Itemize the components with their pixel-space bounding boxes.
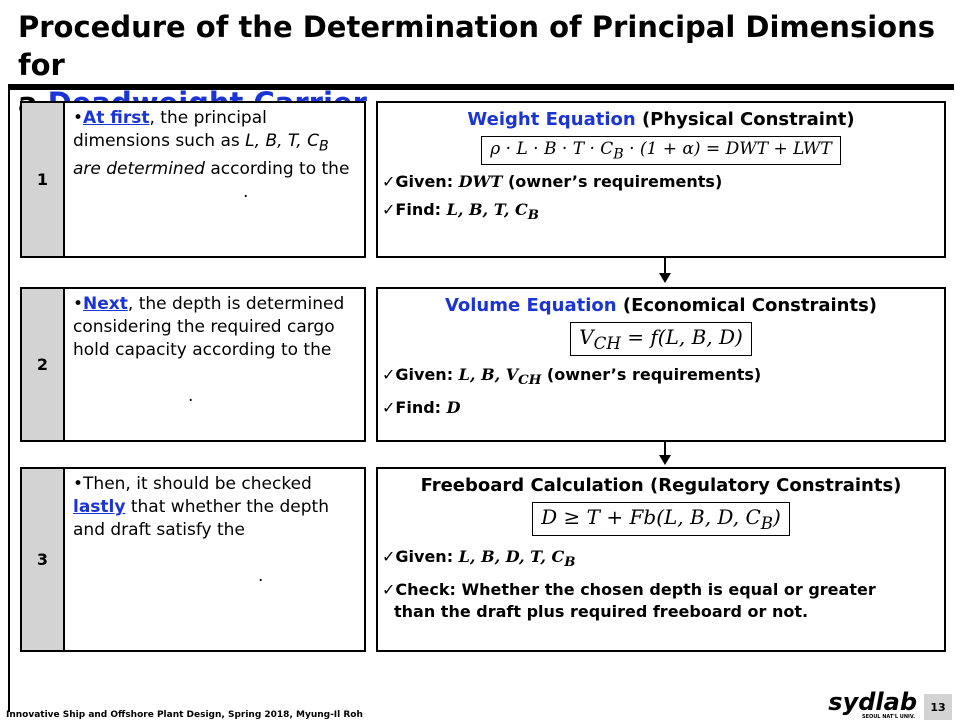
step-keyword: lastly [73,497,126,517]
volume-equation-box: Volume Equation (Economical Constraints)… [376,287,946,442]
step-description: •At first, the principal dimensions such… [73,108,350,203]
arrowhead [659,273,671,283]
footer-text: Innovative Ship and Offshore Plant Desig… [6,710,363,720]
check-item: ✓Check: Whether the chosen depth is equa… [382,580,876,622]
arrow-down [664,442,666,455]
left-border [8,84,10,712]
step-3-box: 3 •Then, it should be checked lastly tha… [20,467,366,652]
given-item: ✓Given: DWT (owner’s requirements) [382,172,723,192]
step-keyword: At first [83,108,150,128]
logo-subtitle: SEOUL NAT'L UNIV. [861,714,915,720]
step-keyword: Next [83,294,128,314]
arrowhead [659,455,671,465]
step-1-box: 1 •At first, the principal dimensions su… [20,101,366,258]
sydlab-logo: sydlab [828,688,917,716]
step-number: 3 [22,469,65,650]
given-item: ✓Given: L, B, VCH (owner’s requirements) [382,365,762,389]
weight-equation-box: Weight Equation (Physical Constraint) ρ … [376,101,946,258]
equation-title: Volume Equation (Economical Constraints) [444,295,878,316]
step-number: 1 [22,103,65,256]
find-item: ✓Find: D [382,398,461,418]
find-item: ✓Find: L, B, T, CB [382,200,539,224]
equation-title: Weight Equation (Physical Constraint) [467,109,855,130]
title-rule [8,84,954,90]
step-2-box: 2 •Next, the depth is determined conside… [20,287,366,442]
freeboard-formula: D ≥ T + Fb(L, B, D, CB) [532,502,790,536]
freeboard-equation-box: Freeboard Calculation (Regulatory Constr… [376,467,946,652]
given-item: ✓Given: L, B, D, T, CB [382,547,576,571]
equation-title: Freeboard Calculation (Regulatory Constr… [420,475,902,496]
step-description: •Then, it should be checked lastly that … [73,474,329,586]
weight-formula: ρ · L · B · T · CB · (1 + α) = DWT + LWT [481,136,841,166]
volume-formula: VCH = f(L, B, D) [570,322,752,356]
page-number: 13 [924,694,952,720]
step-description: •Next, the depth is determined consideri… [73,294,345,406]
arrow-down [664,258,666,273]
step-number: 2 [22,289,65,440]
